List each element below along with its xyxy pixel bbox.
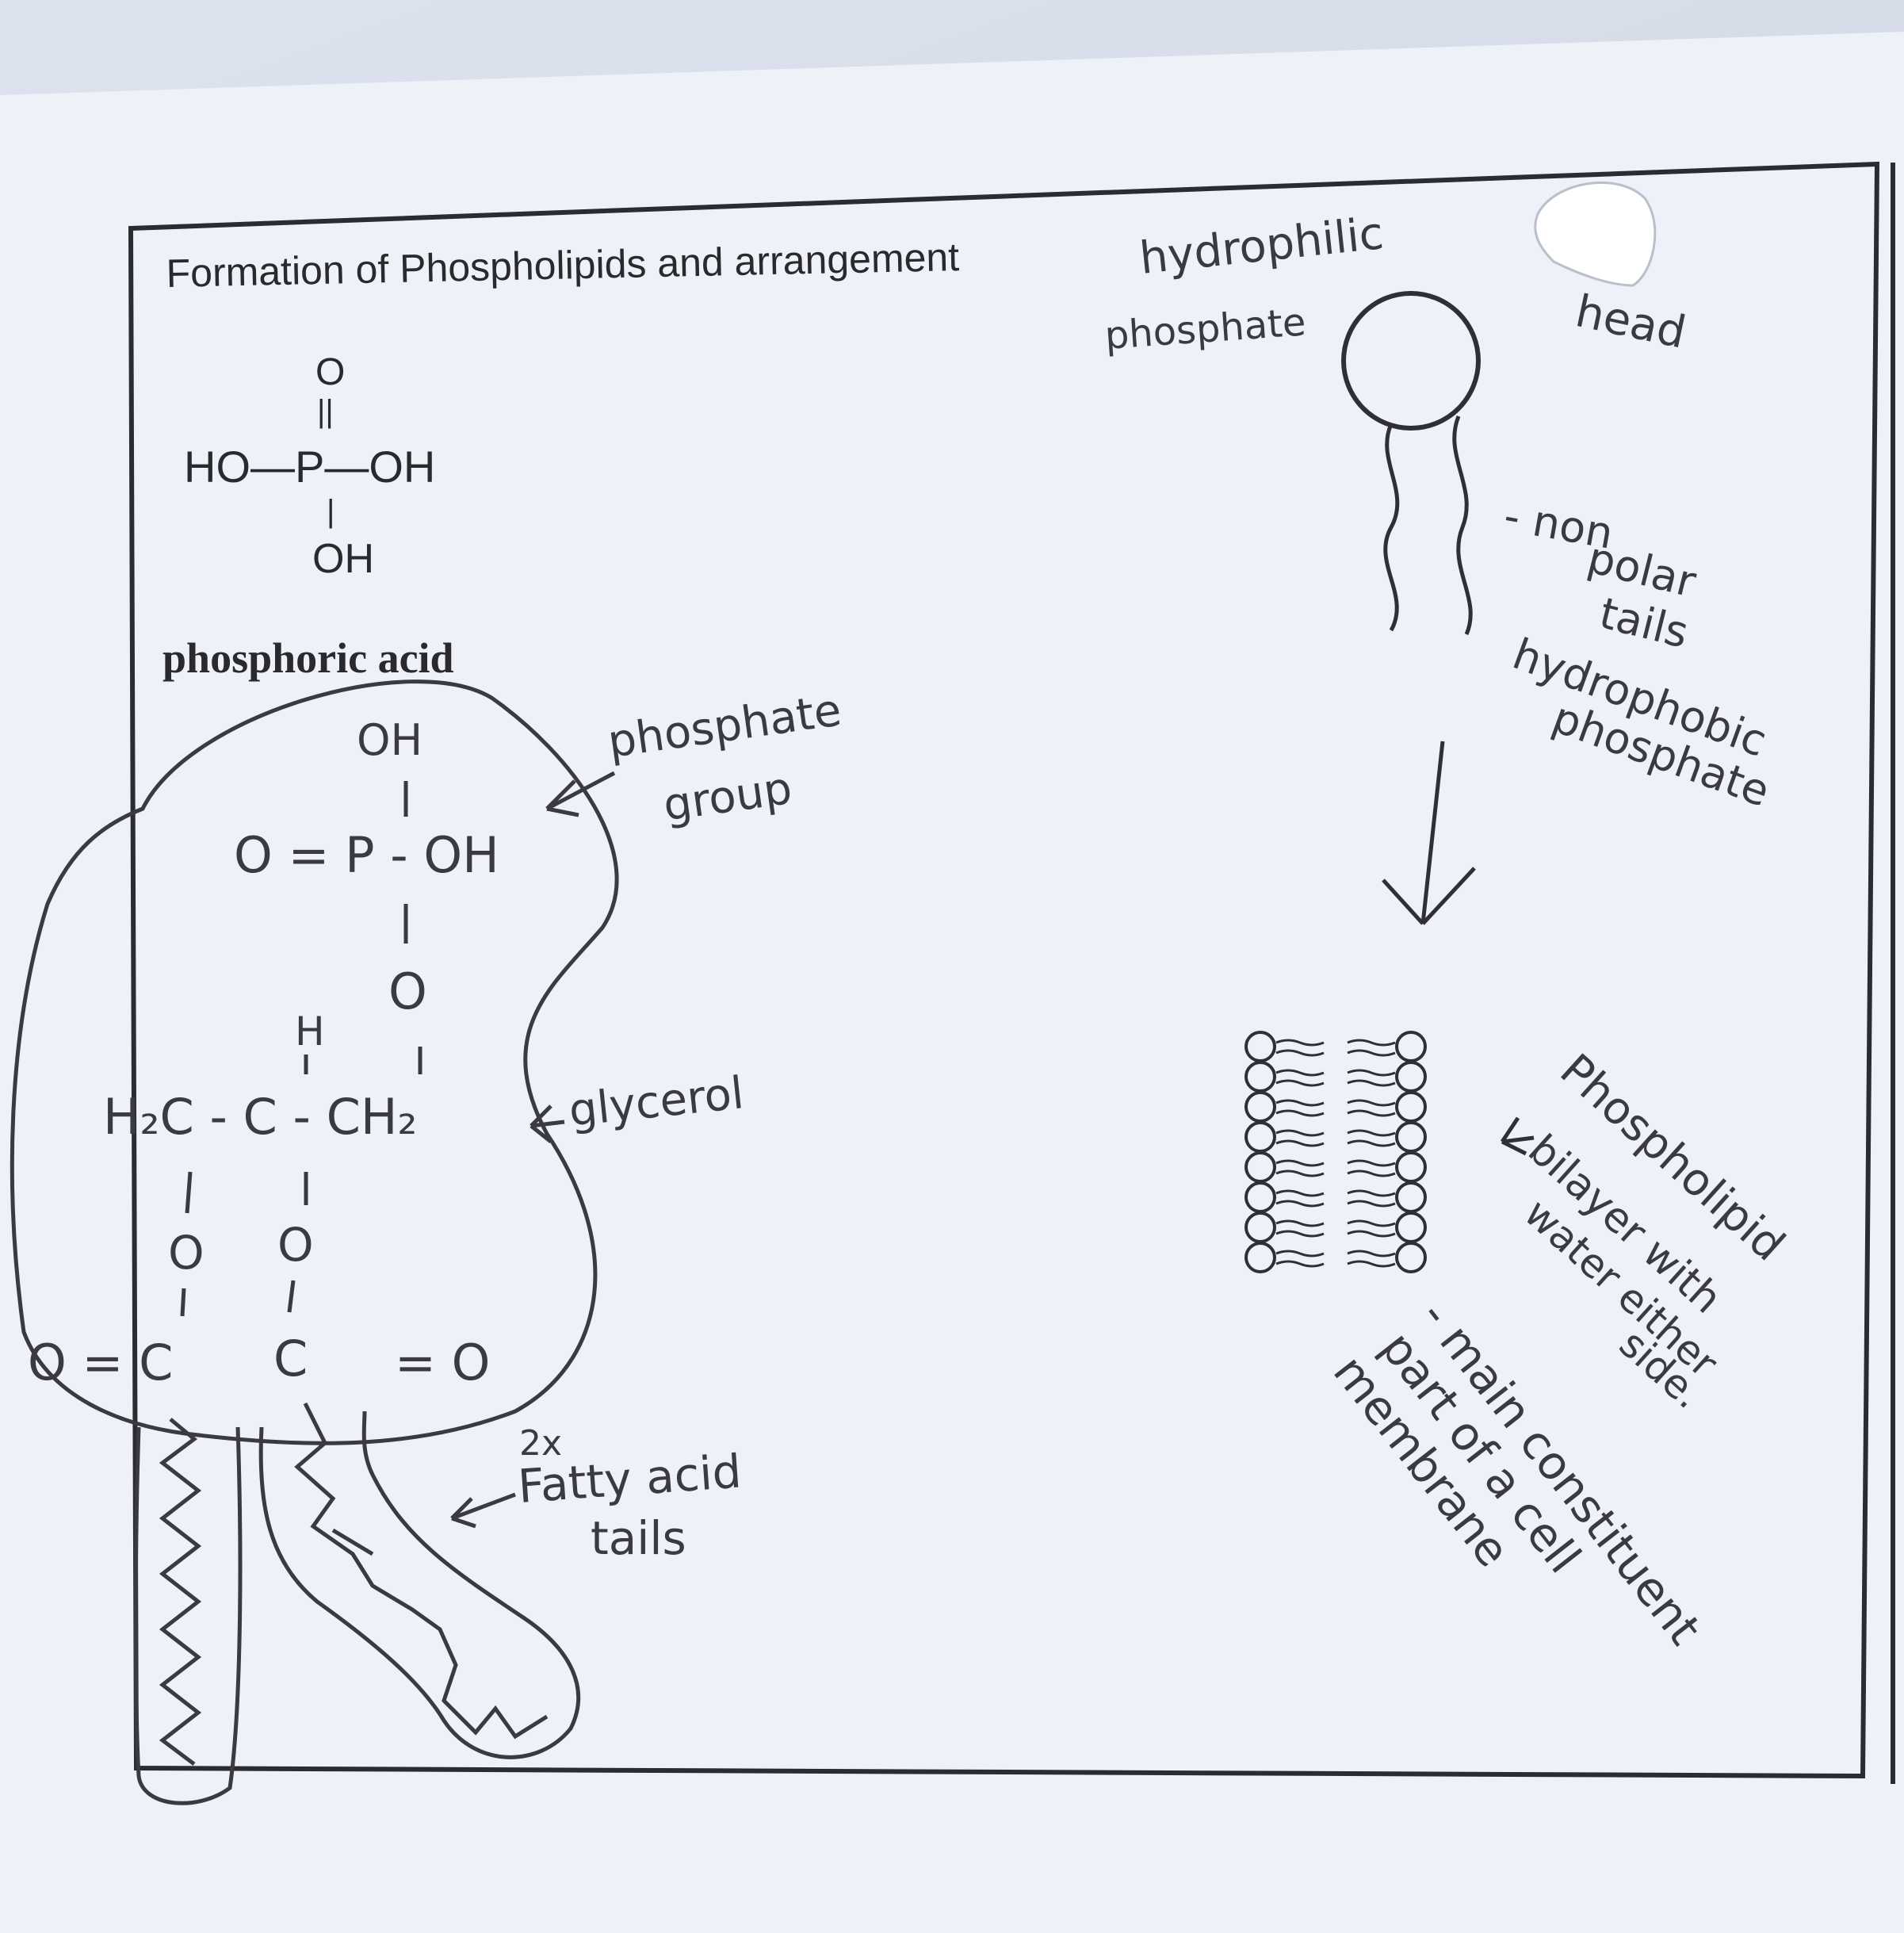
down-arrow: [1382, 741, 1476, 925]
bilayer-tail: [1347, 1099, 1396, 1117]
fatty-arrow: [450, 1492, 516, 1529]
pa-row: HO—P—OH: [184, 442, 435, 492]
phospholipid-head: [1341, 291, 1481, 431]
st-bond-8: [287, 1280, 296, 1313]
st-oh-top: OH: [357, 715, 422, 765]
fatty-tail-right-outline: [258, 1411, 581, 1759]
st-bond-7: [180, 1288, 186, 1317]
bilayer-tail: [1275, 1159, 1325, 1177]
pa-double-bond: ||: [317, 394, 334, 429]
st-o-center: O: [277, 1218, 314, 1272]
bilayer-right-heads: [1395, 1031, 1427, 1273]
bilayer-right-tails: [1347, 1039, 1396, 1268]
phospholipid-tail-left: [1383, 423, 1400, 632]
bilayer-tail: [1275, 1069, 1325, 1087]
pa-bottom-oh: OH: [312, 536, 374, 582]
bilayer-head: [1244, 1242, 1276, 1273]
pa-caption: phosphoric acid: [162, 634, 454, 682]
bilayer-tail: [1275, 1099, 1325, 1117]
st-glycerol-row: H₂C - C - CH₂: [103, 1088, 417, 1146]
bilayer-head: [1395, 1242, 1427, 1273]
phospholipid-tail-right: [1452, 415, 1473, 636]
bilayer-tail: [1347, 1250, 1396, 1268]
phosphate-glycerol-outline: [10, 679, 619, 1445]
st-o-mid: O: [388, 963, 427, 1020]
double-bond-mark: [331, 1528, 374, 1556]
bilayer-tail: [1347, 1159, 1396, 1177]
fatty-tail-left: [159, 1418, 202, 1766]
st-c-right-o: = O: [395, 1334, 490, 1391]
st-c-left: O = C: [28, 1334, 173, 1391]
fatty-tail-right: [294, 1402, 549, 1740]
pa-top-o: O: [315, 351, 345, 393]
bilayer-tail: [1347, 1129, 1396, 1147]
punched-hole: [1534, 181, 1657, 287]
st-bond-5: [185, 1171, 193, 1214]
st-c-center: C: [273, 1330, 308, 1388]
st-h: H: [295, 1009, 325, 1055]
st-o-left: O: [168, 1226, 205, 1280]
glycerol-arrow: [530, 1104, 565, 1143]
bilayer-left-heads: [1244, 1031, 1276, 1273]
bilayer-tail: [1347, 1189, 1396, 1208]
bilayer-left-tails: [1275, 1039, 1325, 1268]
bilayer-tail: [1347, 1219, 1396, 1238]
st-p-row: O = P - OH: [234, 826, 499, 884]
phosphoric-acid-structure: O || HO—P—OH | OH phosphoric acid: [162, 351, 454, 682]
phosphate-arrow: [545, 771, 616, 817]
bilayer-tail: [1347, 1069, 1396, 1087]
fatty-tail-left-outline: [133, 1426, 243, 1805]
bilayer-tail: [1275, 1129, 1325, 1147]
fatty-acid-label-2: tails: [591, 1511, 686, 1565]
paper-sheet: [0, 32, 1904, 1933]
bilayer-tail: [1347, 1039, 1396, 1057]
fatty-count-label: 2x: [519, 1423, 562, 1464]
pa-single-bond: |: [327, 494, 335, 529]
bilayer-tail: [1275, 1250, 1325, 1268]
bilayer-tail: [1275, 1189, 1325, 1208]
bilayer-arrow: [1500, 1116, 1535, 1156]
bilayer-tail: [1275, 1039, 1325, 1057]
worksheet-frame: [128, 161, 1880, 1779]
bilayer-tail: [1275, 1219, 1325, 1238]
